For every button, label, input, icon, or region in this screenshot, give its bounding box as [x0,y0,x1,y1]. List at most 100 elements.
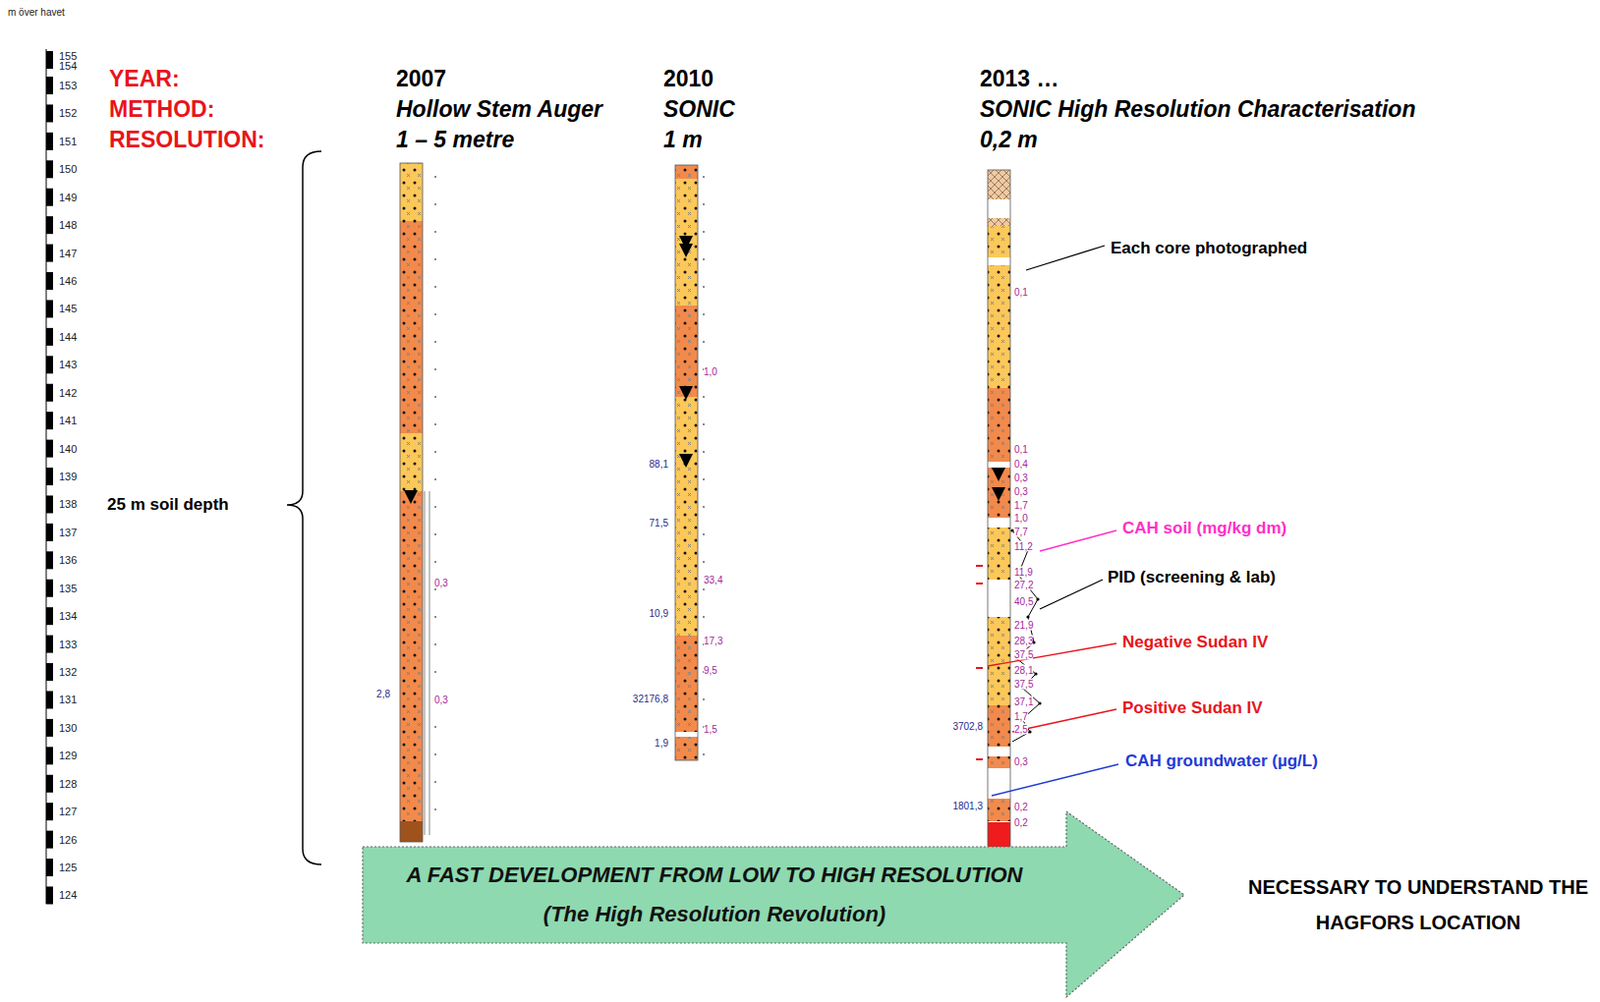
text-label: RESOLUTION: [109,127,265,153]
soil-texture [987,226,1011,258]
scale-number: 154 [58,59,77,72]
value-label: 1801,3 [952,800,983,812]
scale-bar [46,244,54,263]
value-label: 10,9 [649,608,669,620]
soil-layer [987,705,1011,747]
scale-bar [46,551,54,570]
value-label: 1,0 [703,366,718,378]
soil-layer [400,221,423,434]
soil-texture [987,388,1011,462]
value-label: 21,9 [1014,620,1033,631]
scale-bar [46,746,54,765]
scale-number: 127 [58,805,77,818]
soil-layer [987,527,1011,580]
soil-layer [987,265,1011,389]
soil-layer [987,617,1011,706]
water-table [991,467,1006,482]
value-label: 1,9 [654,738,669,749]
scale-number: 136 [58,554,77,567]
soil-layer [987,756,1011,769]
sample-dot [434,561,437,564]
value-label: 3702,8 [952,721,983,733]
sample-dot [434,203,437,206]
sample-dot [434,533,437,536]
scale-bar [46,858,54,877]
log-stroke [429,491,431,836]
soil-texture [987,799,1011,822]
scale-bar [46,440,54,458]
scale-bar [46,299,54,318]
text-label: SONIC High Resolution Characterisation [979,97,1416,122]
value-label: 88,1 [649,458,669,470]
soil-layer [987,199,1011,219]
soil-layer [987,822,1011,851]
scale-number: 150 [58,163,77,175]
sample-dot [434,643,437,646]
soil-texture [987,467,1011,518]
sample-dot [434,781,437,784]
soil-texture [675,635,698,733]
value-label: 9,5 [703,665,718,677]
value-label: 1,7 [1014,500,1029,512]
arrow-band: A FAST DEVELOPMENT FROM LOW TO HIGH RESO… [362,847,1067,944]
value-label: 0,4 [1014,458,1029,470]
soil-texture [400,221,423,434]
sample-dot [702,175,705,178]
text-label: NECESSARY TO UNDERSTAND THE HAGFORS LOCA… [1231,869,1600,941]
sample-dot [434,478,437,481]
text-label: Positive Sudan IV [1122,699,1263,719]
soil-texture [987,756,1011,769]
sample-dot [702,396,705,399]
scale-number: 129 [58,749,77,762]
sample-dot [702,753,705,756]
soil-texture [400,163,423,222]
value-label: 27,2 [1014,579,1033,591]
sample-dot [702,698,705,701]
scale-bar [46,523,54,542]
soil-texture [400,491,423,822]
sample-dot [434,753,437,756]
soil-layer [675,397,698,636]
sample-dot [434,368,437,371]
sudan-mark [975,565,983,568]
scale-number: 148 [58,219,77,231]
sample-dot [434,230,437,233]
soil-texture [987,170,1011,200]
soil-layer [987,467,1011,518]
scale-bar [46,495,54,514]
value-label: 2,8 [376,688,391,700]
scale-number: 133 [58,638,77,651]
value-label: 40,5 [1014,596,1033,608]
scale-bar [46,188,54,207]
sample-dot [434,285,437,288]
sample-dot [434,341,437,343]
soil-layer [400,491,423,822]
text-label: PID (screening & lab) [1107,569,1276,588]
pid-point [1033,672,1037,676]
value-label: 0,3 [1014,486,1029,498]
text-label: CAH soil (mg/kg dm) [1122,519,1287,539]
value-label: 0,3 [434,694,449,706]
sample-dot [702,533,705,536]
value-label: 37,1 [1014,696,1033,708]
value-label: 32176,8 [632,693,669,705]
soil-layer [675,635,698,733]
scale-number: 146 [58,275,77,287]
scale-bar [46,272,54,290]
soil-layer [675,732,698,738]
bracket [286,151,322,865]
water-table [679,454,693,468]
scale-number: 135 [58,582,77,595]
scale-bar [46,467,54,486]
scale-bar [46,104,54,122]
scale-bar [46,216,54,234]
value-label: 17,3 [703,635,723,647]
scale-number: 131 [58,693,77,706]
scale-bar [46,411,54,430]
scale-number: 125 [58,861,77,874]
scale-bar [46,51,54,69]
soil-layer [400,821,423,843]
scale-bar [46,579,54,598]
value-label: 1,7 [1014,711,1029,723]
arrow-text: (The High Resolution Revolution) [543,895,886,935]
